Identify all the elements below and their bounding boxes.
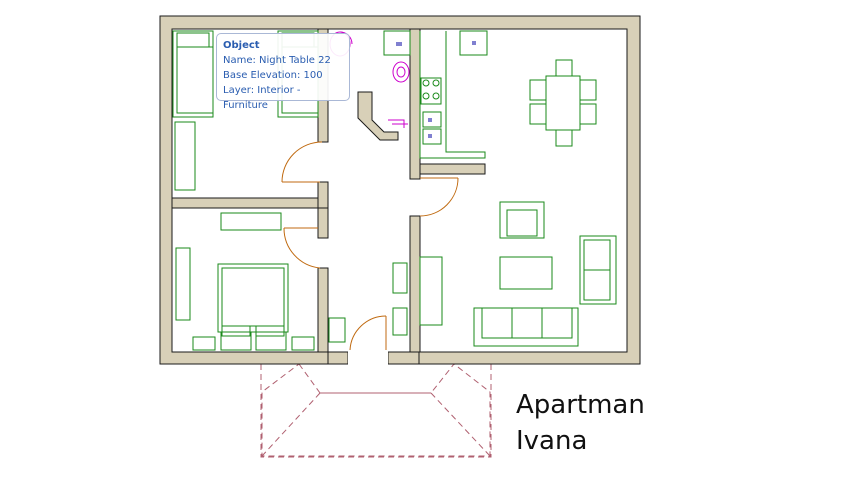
tooltip-title: Object (223, 40, 260, 51)
caption-line-2: Ivana (516, 426, 588, 456)
tooltip-name: Name: Night Table 22 (223, 55, 331, 66)
entrance-roof (260, 363, 492, 458)
caption-line-1: Apartman (516, 390, 645, 420)
object-info-tooltip: Object Name: Night Table 22 Base Elevati… (216, 33, 350, 111)
entry-gap (348, 351, 388, 365)
tooltip-elevation: Base Elevation: 100 (223, 70, 323, 81)
fixture-marks (396, 41, 476, 138)
door-swings (281, 141, 459, 351)
plan-caption: Apartman Ivana (516, 387, 645, 459)
tooltip-layer: Layer: Interior - Furniture (223, 85, 301, 111)
